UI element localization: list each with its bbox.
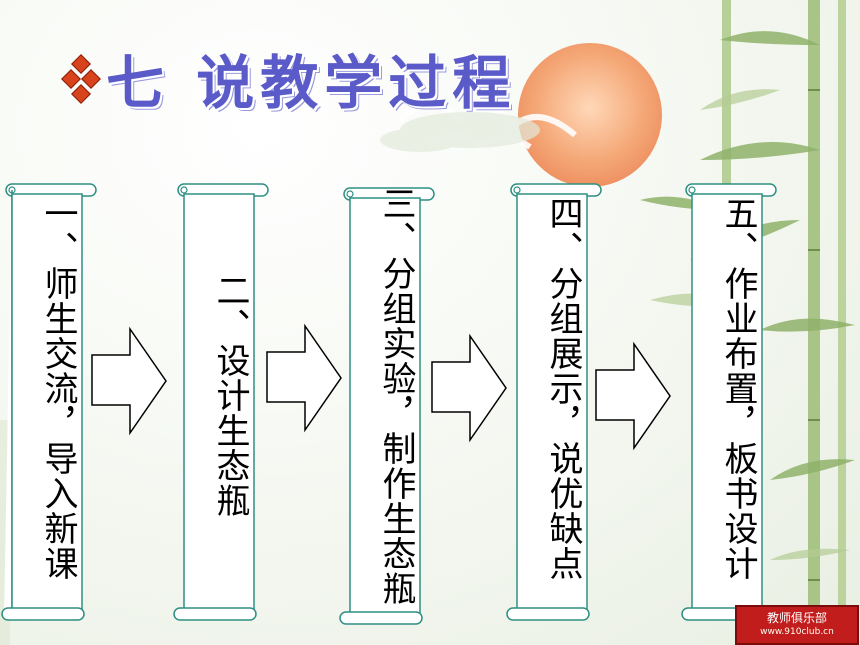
sun-decoration [518, 43, 662, 187]
step-scroll-5: 五、作业布置，板书设计 [680, 178, 780, 628]
watermark-line2: www.910club.cn [760, 627, 834, 637]
arrow-right-icon [91, 326, 167, 436]
step-scroll-2: 二、设计生态瓶 [172, 178, 272, 628]
step-scroll-1: 一、师生交流，导入新课 [0, 178, 100, 628]
scroll-shape [173, 183, 269, 621]
scroll-shape [506, 183, 602, 621]
scroll-shape [1, 183, 97, 621]
arrow-right-icon [595, 341, 671, 451]
watermark-line1: 教师俱乐部 [766, 611, 827, 625]
scroll-shape [681, 183, 777, 621]
title-text: 七 说教学过程 [106, 49, 517, 117]
step-label-2: 二、设计生态瓶 [210, 273, 250, 518]
step-scroll-3: 三、分组实验，制作生态瓶 [338, 182, 438, 632]
watermark-logo: 教师俱乐部 www.910club.cn [735, 605, 859, 645]
step-label-1: 一、师生交流，导入新课 [38, 196, 78, 581]
diamond-bullet-icon [60, 53, 101, 104]
step-label-5: 五、作业布置，板书设计 [718, 196, 758, 581]
slide-title: 七 说教学过程 [60, 38, 516, 118]
scroll-shape [339, 187, 435, 625]
bamboo-shadow [0, 420, 10, 645]
step-label-4: 四、分组展示，说优缺点 [543, 196, 583, 581]
step-label-3: 三、分组实验，制作生态瓶 [376, 186, 416, 606]
cloud-shape [380, 112, 540, 152]
arrow-right-icon [266, 323, 342, 433]
step-scroll-4: 四、分组展示，说优缺点 [505, 178, 605, 628]
arrow-right-icon [431, 333, 507, 443]
